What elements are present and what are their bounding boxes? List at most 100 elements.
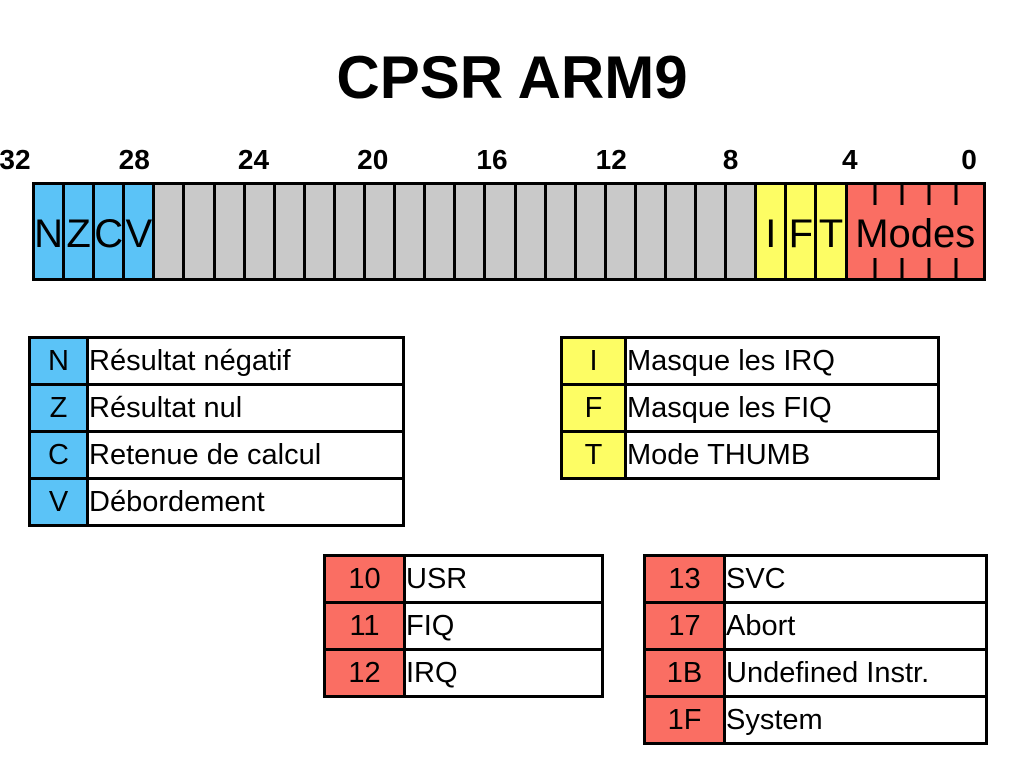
- register-field-label: I: [765, 211, 777, 256]
- modes-bit-tick: [927, 258, 931, 278]
- mode-value-cell: 11: [323, 601, 406, 651]
- modes-table-right: 13 SVC 17 Abort 1B Undefined Instr. 1F S…: [643, 554, 988, 745]
- register-field-label: Z: [66, 211, 91, 256]
- bit-scale-label: 12: [595, 144, 627, 175]
- register-field-v: V: [125, 185, 156, 278]
- bit-scale-label: 28: [118, 144, 150, 175]
- register-field-reserved: [456, 185, 487, 278]
- interrupt-flags-table: I Masque les IRQ F Masque les FIQ T Mode…: [560, 336, 940, 480]
- register-field-reserved: [727, 185, 758, 278]
- register-field-label: C: [94, 211, 124, 256]
- flag-key-cell: V: [28, 477, 89, 527]
- register-field-n: N: [34, 185, 66, 278]
- table-row: C Retenue de calcul: [28, 430, 405, 480]
- mode-name-cell: System: [723, 695, 988, 745]
- bit-scale-label: 0: [961, 144, 977, 175]
- mode-name-cell: SVC: [723, 554, 988, 604]
- flag-key-cell: N: [28, 336, 89, 386]
- register-field-modes: Modes: [847, 185, 983, 278]
- flag-key-cell: T: [560, 430, 627, 480]
- flag-desc-cell: Débordement: [86, 477, 405, 527]
- page-title: CPSR ARM9: [336, 44, 688, 111]
- flag-desc-cell: Retenue de calcul: [86, 430, 405, 480]
- bit-scale-label: 16: [476, 144, 508, 175]
- condition-flags-table: N Résultat négatif Z Résultat nul C Rete…: [28, 336, 405, 527]
- register-field-reserved: [366, 185, 397, 278]
- bit-scale-label: 20: [357, 144, 389, 175]
- mode-value-cell: 1F: [643, 695, 726, 745]
- table-row: 12 IRQ: [323, 648, 604, 698]
- register-field-t: T: [817, 185, 848, 278]
- mode-name-cell: FIQ: [403, 601, 604, 651]
- mode-name-cell: IRQ: [403, 648, 604, 698]
- register-field-reserved: [245, 185, 276, 278]
- register-field-label: T: [818, 211, 844, 256]
- mode-value-cell: 12: [323, 648, 406, 698]
- modes-bit-tick: [873, 258, 877, 278]
- register-field-label: V: [125, 211, 153, 256]
- table-row: Z Résultat nul: [28, 383, 405, 433]
- register-field-reserved: [215, 185, 246, 278]
- register-field-i: I: [757, 185, 788, 278]
- table-row: 11 FIQ: [323, 601, 604, 651]
- flag-desc-cell: Résultat nul: [86, 383, 405, 433]
- register-field-reserved: [185, 185, 216, 278]
- flag-key-cell: Z: [28, 383, 89, 433]
- table-row: 13 SVC: [643, 554, 988, 604]
- flag-desc-cell: Masque les FIQ: [624, 383, 940, 433]
- mode-name-cell: USR: [403, 554, 604, 604]
- register-field-reserved: [697, 185, 728, 278]
- flag-key-cell: F: [560, 383, 627, 433]
- table-row: F Masque les FIQ: [560, 383, 940, 433]
- bit-scale-label: 8: [722, 144, 739, 175]
- table-row: 17 Abort: [643, 601, 988, 651]
- table-row: 10 USR: [323, 554, 604, 604]
- mode-value-cell: 10: [323, 554, 406, 604]
- register-field-label: N: [34, 211, 63, 256]
- modes-bit-tick: [873, 185, 877, 205]
- mode-value-cell: 13: [643, 554, 726, 604]
- register-field-reserved: [155, 185, 186, 278]
- register-field-c: C: [94, 185, 126, 278]
- table-row: 1F System: [643, 695, 988, 745]
- mode-value-cell: 1B: [643, 648, 726, 698]
- register-field-reserved: [516, 185, 547, 278]
- register-field-reserved: [486, 185, 517, 278]
- register-field-reserved: [546, 185, 577, 278]
- table-row: 1B Undefined Instr.: [643, 648, 988, 698]
- register-field-reserved: [666, 185, 698, 278]
- register-field-reserved: [576, 185, 607, 278]
- mode-name-cell: Undefined Instr.: [723, 648, 988, 698]
- table-row: V Débordement: [28, 477, 405, 527]
- flag-key-cell: C: [28, 430, 89, 480]
- flag-desc-cell: Mode THUMB: [624, 430, 940, 480]
- register-field-reserved: [305, 185, 336, 278]
- modes-table-left: 10 USR 11 FIQ 12 IRQ: [323, 554, 604, 698]
- modes-bit-tick: [900, 258, 904, 278]
- bit-scale-label: 32: [0, 144, 31, 175]
- modes-bit-tick: [954, 185, 958, 205]
- register-field-reserved: [636, 185, 667, 278]
- table-row: I Masque les IRQ: [560, 336, 940, 386]
- register-field-reserved: [275, 185, 306, 278]
- modes-bit-tick: [927, 185, 931, 205]
- mode-name-cell: Abort: [723, 601, 988, 651]
- register-field-reserved: [335, 185, 367, 278]
- flag-desc-cell: Masque les IRQ: [624, 336, 940, 386]
- register-field-label: Modes: [855, 211, 976, 256]
- register-field-reserved: [396, 185, 427, 278]
- register-field-f: F: [787, 185, 818, 278]
- modes-bit-tick: [954, 258, 958, 278]
- table-row: N Résultat négatif: [28, 336, 405, 386]
- bit-scale-label: 4: [841, 144, 858, 175]
- flag-desc-cell: Résultat négatif: [86, 336, 405, 386]
- table-row: T Mode THUMB: [560, 430, 940, 480]
- register-field-z: Z: [65, 185, 96, 278]
- register-field-reserved: [606, 185, 637, 278]
- flag-key-cell: I: [560, 336, 627, 386]
- register-field-label: F: [788, 211, 814, 256]
- register-field-reserved: [426, 185, 457, 278]
